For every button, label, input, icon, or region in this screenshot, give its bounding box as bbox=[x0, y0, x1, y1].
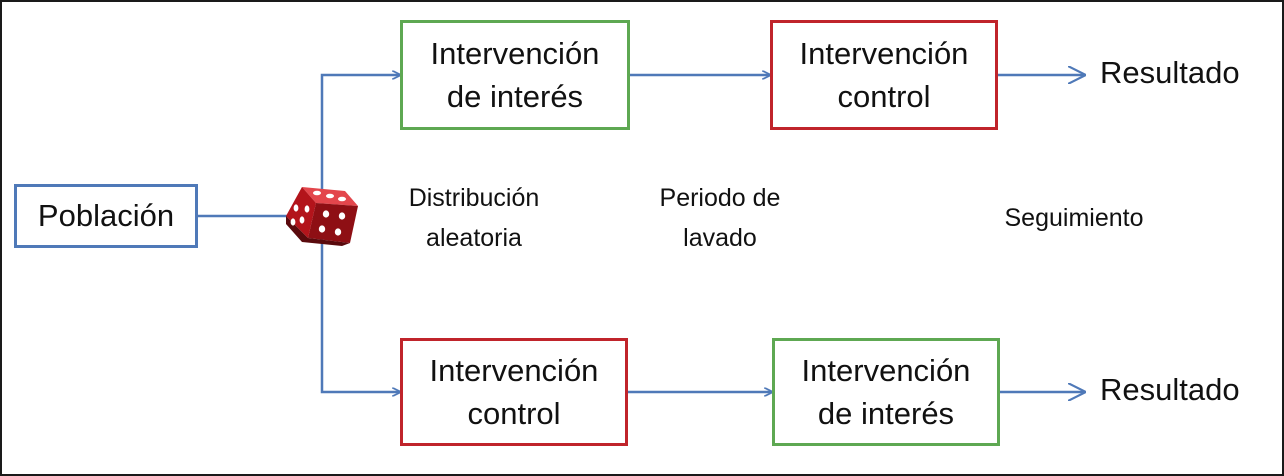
washout-line-2: lavado bbox=[683, 224, 757, 252]
randomization-line-1: Distribución bbox=[408, 184, 540, 212]
bottom-interest-line-1: Intervención bbox=[801, 352, 971, 388]
branch-top-arrow bbox=[320, 75, 400, 202]
randomization-label: Distribución aleatoria bbox=[374, 178, 574, 258]
bottom-control-line-2: control bbox=[467, 396, 561, 431]
population-box: Población bbox=[14, 184, 198, 248]
top-control-box: Intervención control bbox=[770, 20, 998, 130]
randomization-line-2: aleatoria bbox=[426, 224, 522, 252]
washout-label: Periodo de lavado bbox=[620, 178, 820, 258]
branch-bottom-arrow bbox=[320, 232, 400, 392]
red-dice-icon bbox=[286, 187, 358, 246]
washout-line-1: Periodo de bbox=[659, 184, 781, 212]
bottom-interest-line-2: de interés bbox=[817, 396, 955, 431]
bottom-interest-box: Intervención de interés bbox=[772, 338, 1000, 446]
bottom-control-line-1: Intervención bbox=[429, 352, 599, 388]
top-result-label: Resultado bbox=[1100, 55, 1240, 90]
top-control-line-2: control bbox=[837, 79, 931, 114]
bottom-result-label: Resultado bbox=[1100, 372, 1240, 407]
top-interest-box: Intervención de interés bbox=[400, 20, 630, 130]
bottom-control-box: Intervención control bbox=[400, 338, 628, 446]
followup-label: Seguimiento bbox=[1004, 204, 1144, 232]
population-label: Población bbox=[37, 198, 175, 234]
top-control-line-1: Intervención bbox=[799, 35, 969, 71]
top-interest-line-2: de interés bbox=[446, 79, 584, 114]
top-interest-line-1: Intervención bbox=[430, 35, 600, 71]
